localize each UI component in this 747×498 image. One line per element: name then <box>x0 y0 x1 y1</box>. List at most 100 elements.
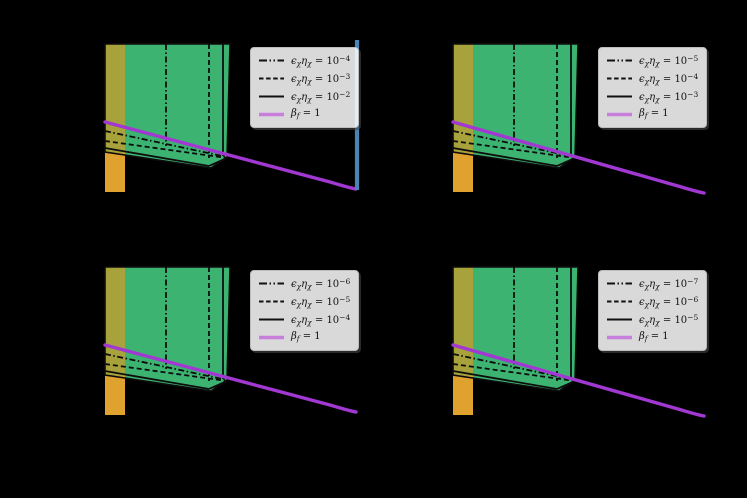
equals-value: = 1 <box>647 331 669 342</box>
dashed-line-swatch-icon <box>259 77 284 80</box>
equals-value: = 10 <box>311 314 340 326</box>
dashdotdot-line-swatch-icon <box>607 59 632 62</box>
subscript: χ <box>655 299 660 309</box>
symbol: ϵ <box>291 314 297 326</box>
subscript: χ <box>655 58 660 68</box>
subscript: χ <box>307 281 312 291</box>
subscript: χ <box>307 58 312 68</box>
symbol: β <box>639 108 645 119</box>
symbol: η <box>301 278 308 290</box>
beta-line-bottom-right <box>451 343 706 418</box>
symbol: η <box>649 55 656 67</box>
legend-entry: βf = 1 <box>606 330 698 345</box>
legend-entry: ϵχηχ = 10−5 <box>606 53 698 68</box>
legend-label: ϵχηχ = 10−3 <box>639 87 698 107</box>
symbol: β <box>639 331 645 342</box>
subscript: χ <box>296 76 302 86</box>
symbol: ϵ <box>639 73 645 85</box>
legend-entry: ϵχηχ = 10−6 <box>258 276 350 291</box>
symbol: β <box>291 331 297 342</box>
equals-value: = 10 <box>311 91 340 103</box>
symbol: ϵ <box>291 55 297 67</box>
exponent: −3 <box>339 71 351 81</box>
equals-value: = 1 <box>647 108 669 119</box>
subscript: χ <box>655 281 660 291</box>
equals-value: = 10 <box>311 296 340 308</box>
symbol: η <box>649 73 656 85</box>
exponent: −5 <box>687 53 699 63</box>
panel-top-left <box>104 43 231 193</box>
subscript: f <box>644 111 648 120</box>
beta-line-top-left <box>103 120 358 191</box>
exponent: −4 <box>339 312 351 322</box>
exponent: −2 <box>339 89 351 99</box>
legend-label: ϵχηχ = 10−6 <box>639 292 698 312</box>
solid-line-swatch-icon <box>259 318 284 321</box>
dashed-line-swatch-icon <box>607 300 632 303</box>
symbol: η <box>649 278 656 290</box>
subscript: f <box>296 334 300 343</box>
legend-label: ϵχηχ = 10−5 <box>291 292 350 312</box>
exponent: −5 <box>687 312 699 322</box>
legend-entry: ϵχηχ = 10−4 <box>606 71 698 86</box>
legend-label: ϵχηχ = 10−4 <box>291 51 350 71</box>
legend-entry: ϵχηχ = 10−2 <box>258 89 350 104</box>
subscript: χ <box>644 94 650 104</box>
legend-label: ϵχηχ = 10−2 <box>291 87 350 107</box>
legend-entry: ϵχηχ = 10−5 <box>606 312 698 327</box>
symbol: ϵ <box>291 91 297 103</box>
legend-label: βf = 1 <box>639 329 669 346</box>
equals-value: = 10 <box>659 73 688 85</box>
subscript: χ <box>655 76 660 86</box>
subscript: χ <box>296 94 302 104</box>
equals-value: = 10 <box>311 73 340 85</box>
subscript: χ <box>644 281 650 291</box>
panel-bottom-left <box>104 266 231 416</box>
exponent: −4 <box>687 71 699 81</box>
symbol: ϵ <box>291 73 297 85</box>
exponent: −6 <box>339 276 351 286</box>
exponent: −7 <box>687 276 699 286</box>
equals-value: = 10 <box>659 55 688 67</box>
symbol: ϵ <box>291 296 297 308</box>
beta-line-swatch-icon <box>607 335 632 340</box>
equals-value: = 1 <box>299 331 321 342</box>
legend-entry: ϵχηχ = 10−5 <box>258 294 350 309</box>
legend-label: ϵχηχ = 10−6 <box>291 274 350 294</box>
subscript: χ <box>296 299 302 309</box>
equals-value: = 10 <box>311 278 340 290</box>
subscript: χ <box>644 58 650 68</box>
legend-entry: ϵχηχ = 10−6 <box>606 294 698 309</box>
dashed-line-swatch-icon <box>259 300 284 303</box>
subscript: χ <box>307 317 312 327</box>
symbol: η <box>301 314 308 326</box>
symbol: ϵ <box>291 278 297 290</box>
legend-label: βf = 1 <box>291 329 321 346</box>
subscript: χ <box>307 299 312 309</box>
equals-value: = 10 <box>659 314 688 326</box>
subscript: χ <box>644 317 650 327</box>
equals-value: = 10 <box>659 296 688 308</box>
legend-entry: βf = 1 <box>606 107 698 122</box>
equals-value: = 10 <box>659 278 688 290</box>
legend-label: βf = 1 <box>639 106 669 123</box>
exponent: −5 <box>339 294 351 304</box>
solid-line-swatch-icon <box>259 95 284 98</box>
legend-label: ϵχηχ = 10−4 <box>291 310 350 330</box>
legend-entry: ϵχηχ = 10−7 <box>606 276 698 291</box>
subscript: χ <box>296 317 302 327</box>
symbol: η <box>301 296 308 308</box>
legend-entry: ϵχηχ = 10−3 <box>258 71 350 86</box>
symbol: η <box>301 91 308 103</box>
dashdotdot-line-swatch-icon <box>607 282 632 285</box>
exponent: −6 <box>687 294 699 304</box>
symbol: ϵ <box>639 91 645 103</box>
subscript: χ <box>307 94 312 104</box>
equals-value: = 10 <box>659 91 688 103</box>
subscript: χ <box>644 76 650 86</box>
